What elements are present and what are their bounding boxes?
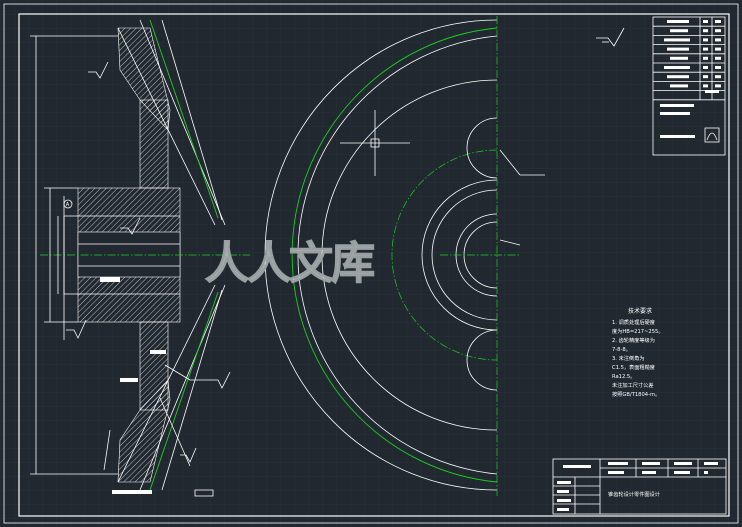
tech-req-line: 3. 未注倒角为 [612, 354, 645, 362]
outer-circle [264, 19, 498, 491]
tech-req-line: 度为HB=217~255。 [612, 327, 664, 335]
tech-req-line: 7-8-8。 [612, 347, 631, 353]
drawing-title: 锥齿轮设计零件图设计 [608, 490, 660, 498]
tech-req-line: 2. 齿轮精度等级为 [612, 336, 655, 344]
technical-requirements: 技术要求 1. 调质处理后硬度 度为HB=217~255。 2. 齿轮精度等级为… [612, 307, 664, 398]
drawing-frame [3, 3, 739, 524]
gear-section-view: A [30, 19, 250, 497]
tech-req-line: 按照GB/T1804-m。 [612, 390, 660, 398]
tech-req-line: 未注加工尺寸公差 [612, 381, 654, 389]
tech-req-title: 技术要求 [628, 307, 652, 315]
tech-req-line: 1. 调质处理后硬度 [612, 318, 655, 326]
tech-req-line: C1.5，表面粗糙度 [612, 363, 655, 371]
datum-a-marker [63, 199, 73, 209]
parameter-table [652, 16, 726, 156]
roughness-symbol [596, 27, 625, 47]
datum-a-letter: A [66, 202, 70, 208]
watermark-text: 人人文库 [205, 238, 374, 289]
tech-req-line: Ra12.5。 [612, 374, 635, 380]
pitch-circle [391, 149, 498, 361]
title-block: 锥齿轮设计零件图设计 [552, 458, 727, 515]
gear-front-view [264, 16, 545, 496]
